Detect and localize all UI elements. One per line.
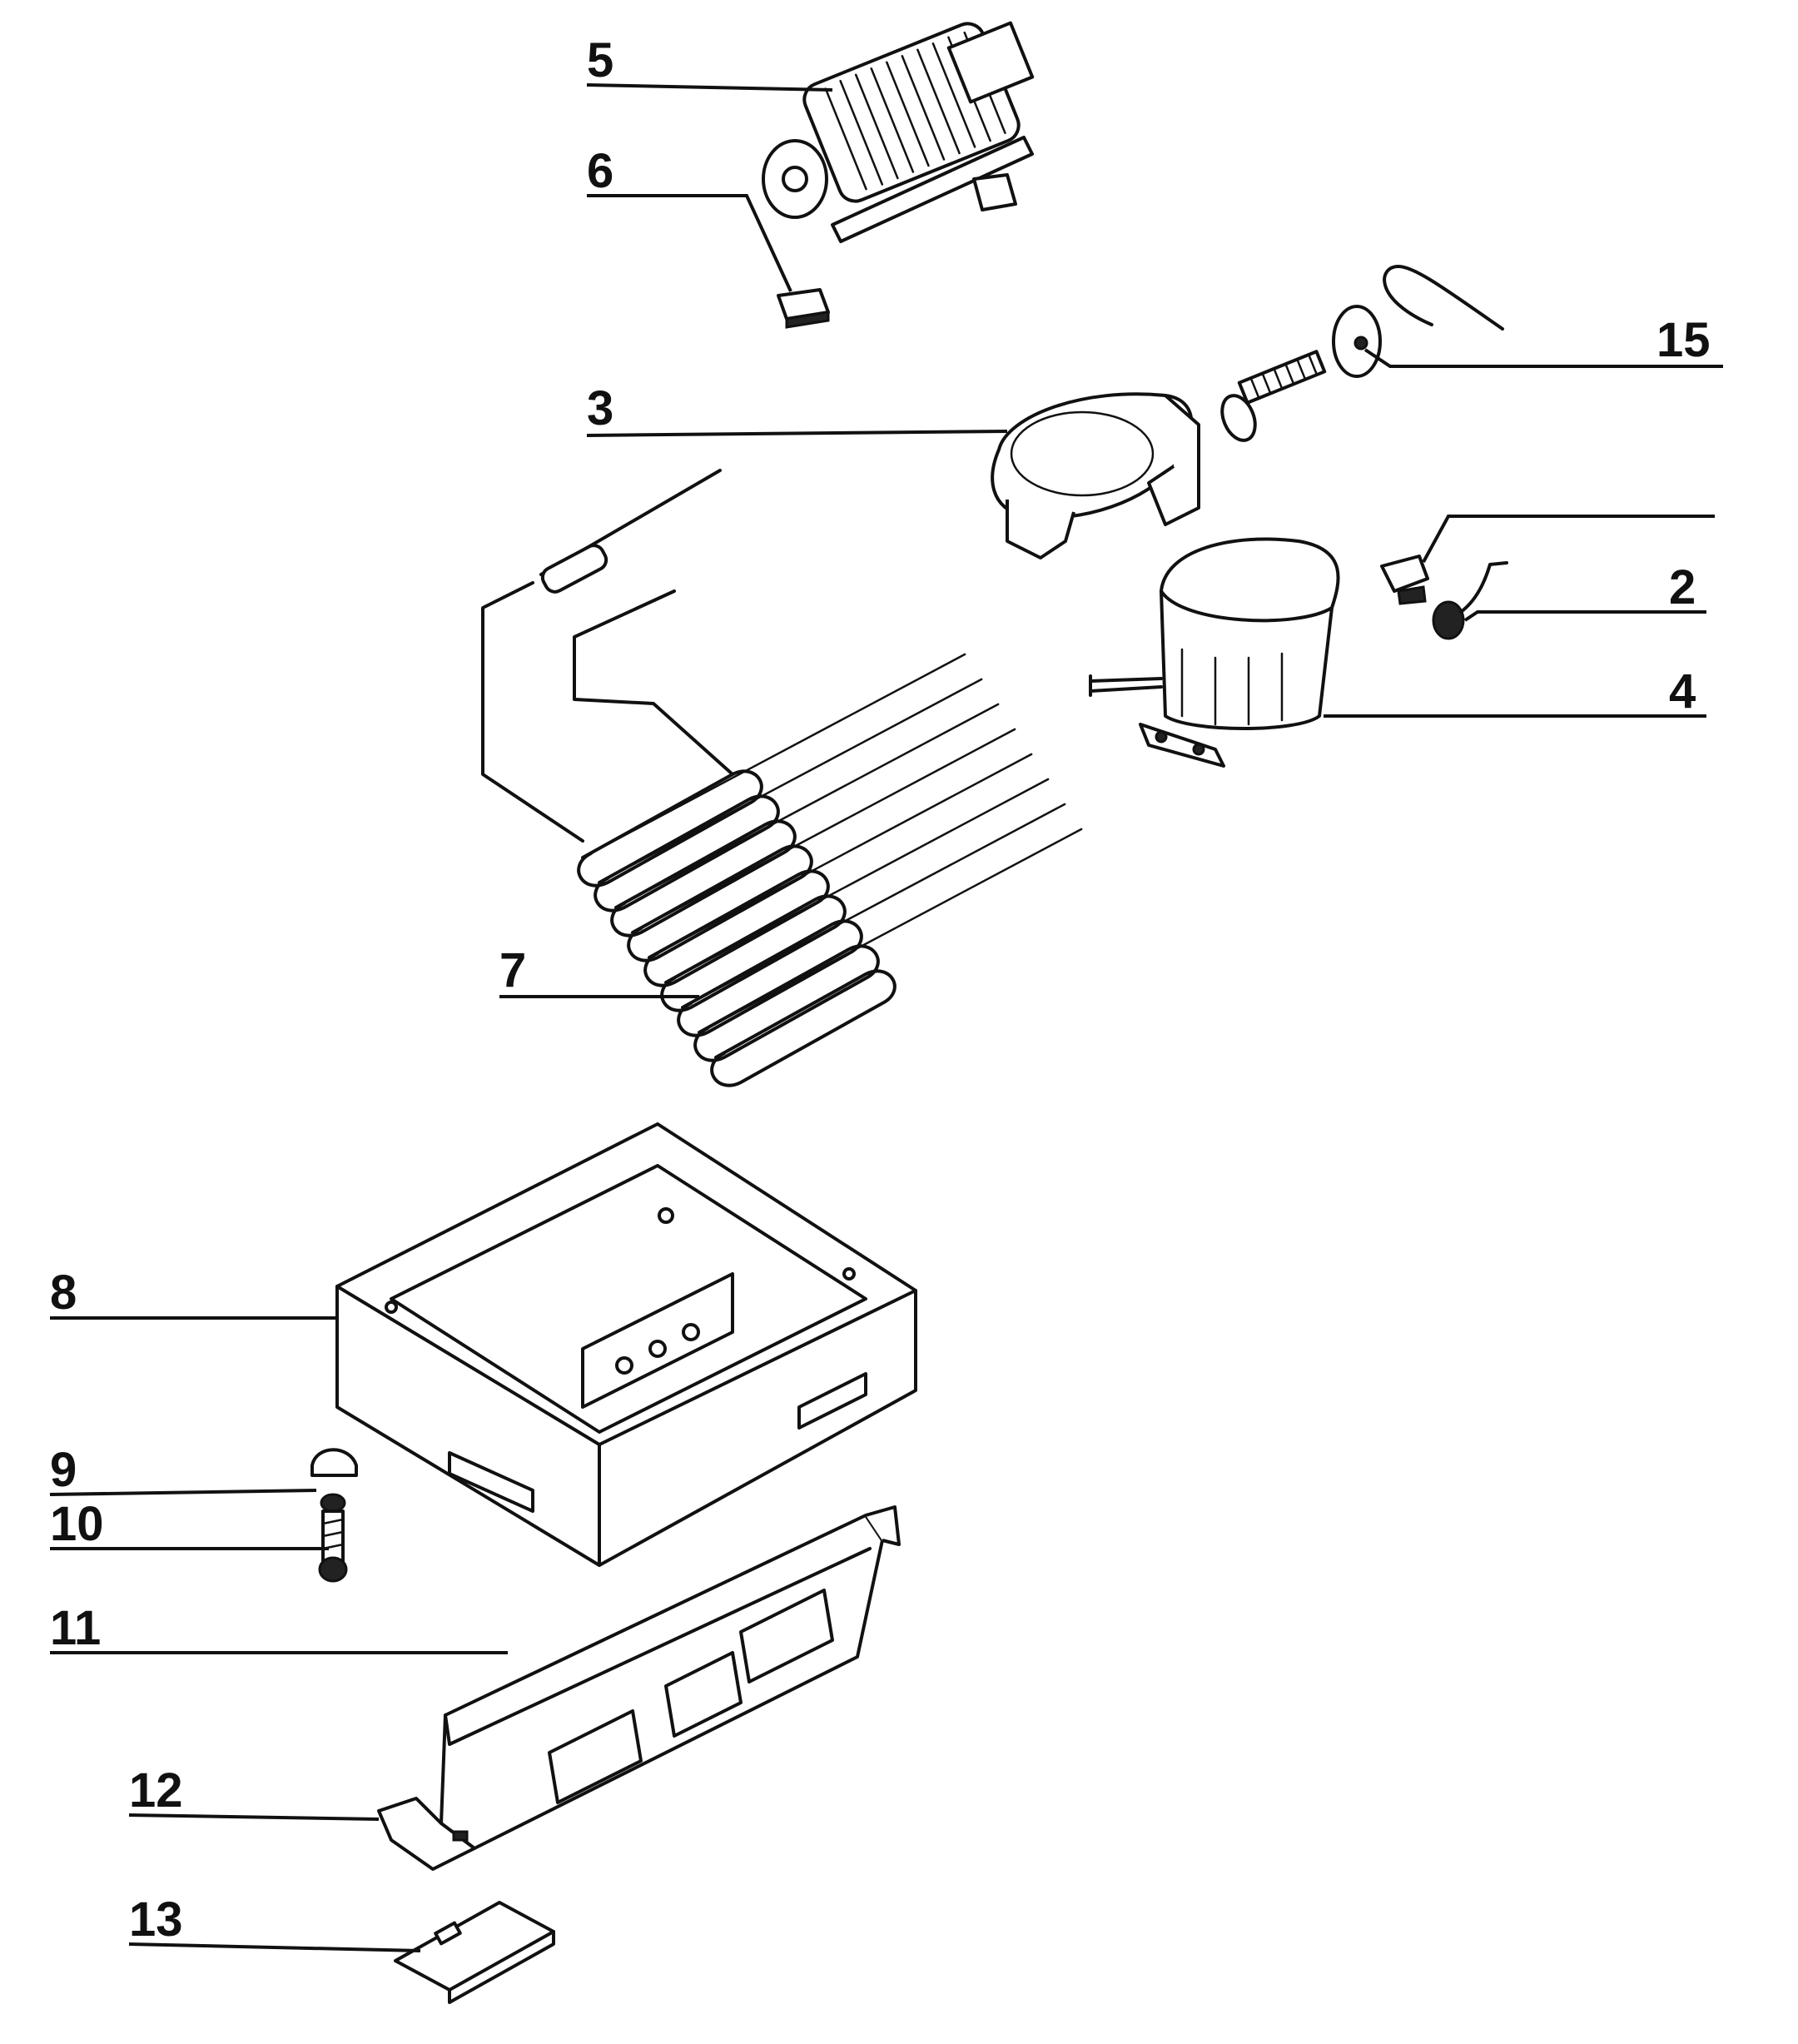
callout-2: 2 <box>1669 560 1696 614</box>
part-3-compressor-cover <box>991 392 1200 559</box>
leader-lines <box>49 83 1723 1952</box>
callout-5: 5 <box>587 33 613 87</box>
part-13-cover-plate <box>394 1901 555 2004</box>
callout-11: 11 <box>50 1601 101 1655</box>
callout-6: 6 <box>587 144 613 198</box>
leader-12 <box>128 1813 380 1821</box>
callout-labels: 5 6 15 3 2 4 7 8 9 10 11 12 13 <box>50 33 1711 1947</box>
part-7-condenser <box>481 469 1083 1087</box>
leader-6 <box>587 194 792 292</box>
leader-15 <box>1363 348 1723 368</box>
callout-3: 3 <box>587 381 613 435</box>
callout-9: 9 <box>50 1443 77 1497</box>
callout-15: 15 <box>1656 313 1711 367</box>
leader-2a <box>1422 515 1715 563</box>
callout-4: 4 <box>1669 664 1696 719</box>
leader-9 <box>49 1489 317 1496</box>
part-10-screw <box>318 1493 348 1583</box>
callout-10: 10 <box>50 1497 104 1551</box>
part-4-compressor <box>1089 537 1340 768</box>
callout-7: 7 <box>499 943 526 997</box>
part-2-relay-cap <box>1380 555 1508 640</box>
part-9-foot <box>310 1448 358 1477</box>
part-12-bracket-end <box>377 1797 476 1871</box>
callout-13: 13 <box>129 1892 183 1947</box>
part-6-rubber-mount <box>777 288 830 329</box>
part-5-fan-motor <box>762 21 1035 243</box>
callout-8: 8 <box>50 1266 77 1320</box>
part-15-bolt-washer-clip <box>1220 265 1504 442</box>
leader-2 <box>1463 610 1706 622</box>
leader-13 <box>128 1942 421 1952</box>
part-11-bottom-plate <box>440 1505 901 1850</box>
part-8-base-tray <box>335 1122 917 1567</box>
leader-3 <box>586 430 1008 437</box>
leader-5 <box>586 83 833 92</box>
callout-12: 12 <box>129 1763 183 1818</box>
